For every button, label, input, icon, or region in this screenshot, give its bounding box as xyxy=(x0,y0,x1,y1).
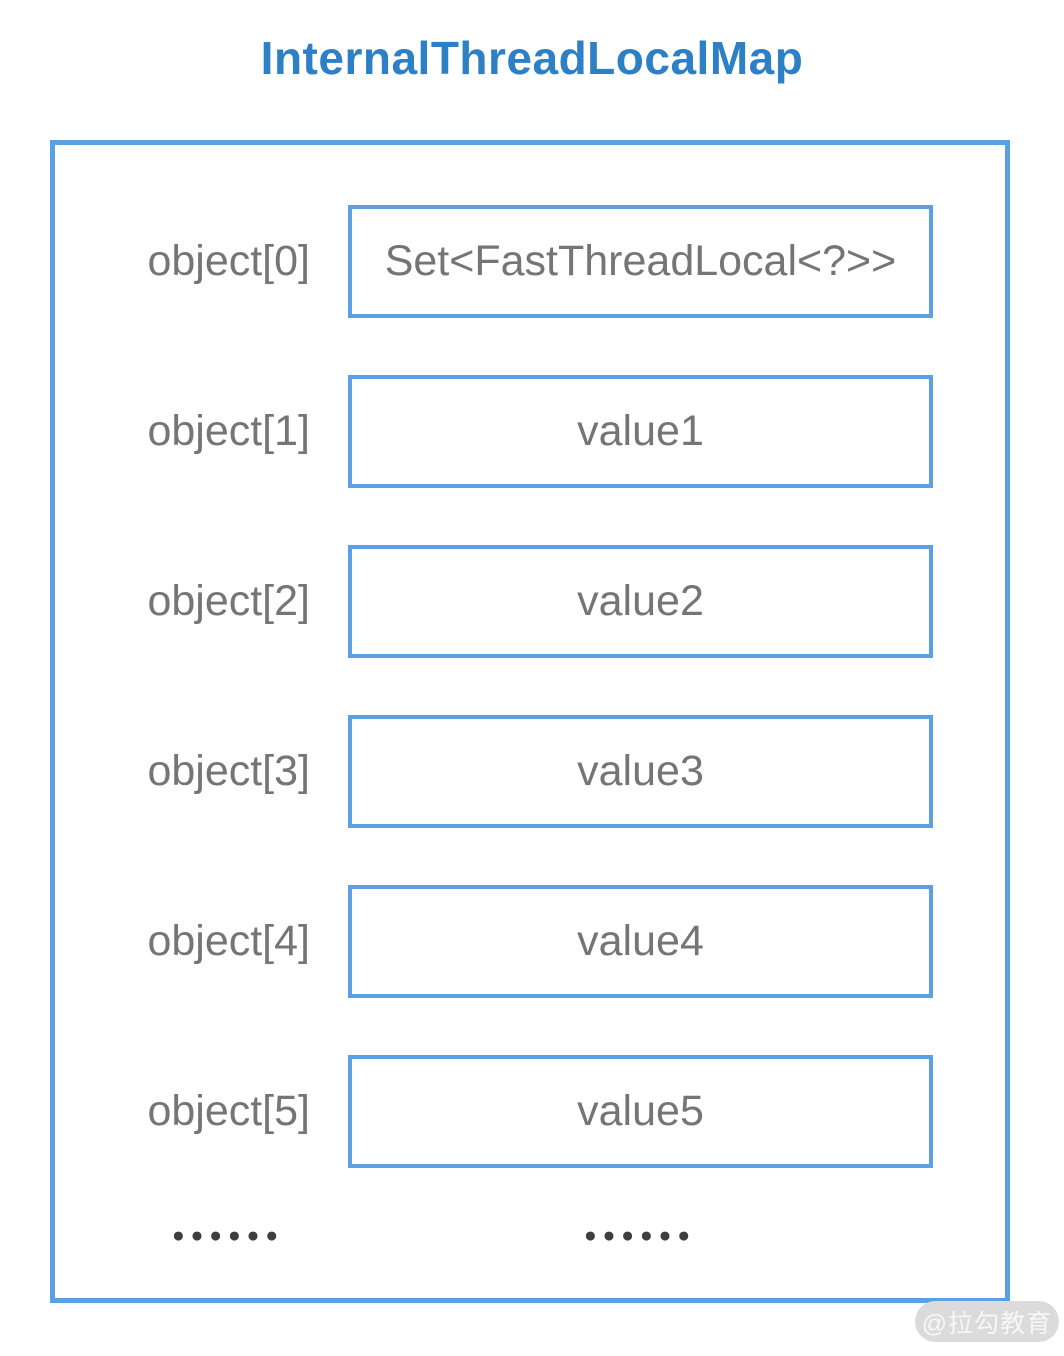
array-slot-value-1: value1 xyxy=(348,375,933,488)
array-slot-label-5: object[5] xyxy=(147,1087,310,1135)
array-slot-value-0: Set<FastThreadLocal<?>> xyxy=(348,205,933,318)
array-slot-label-1: object[1] xyxy=(147,407,310,455)
array-slot-label-3: object[3] xyxy=(147,747,310,795)
array-slot-value-3: value3 xyxy=(348,715,933,828)
array-slot-value-5: value5 xyxy=(348,1055,933,1168)
labels-ellipsis-dots: ●●●●●● xyxy=(171,1224,285,1247)
internal-thread-local-map-container: object[0] Set<FastThreadLocal<?>> object… xyxy=(50,140,1010,1303)
array-slot-label-2: object[2] xyxy=(147,577,310,625)
array-slot-label-4: object[4] xyxy=(147,917,310,965)
array-slot-value-4: value4 xyxy=(348,885,933,998)
array-slot-label-0: object[0] xyxy=(147,237,310,285)
values-ellipsis-dots: ●●●●●● xyxy=(583,1224,697,1247)
watermark-badge: @拉勾教育 xyxy=(915,1301,1059,1342)
array-slot-value-2: value2 xyxy=(348,545,933,658)
page-title: InternalThreadLocalMap xyxy=(260,32,804,84)
